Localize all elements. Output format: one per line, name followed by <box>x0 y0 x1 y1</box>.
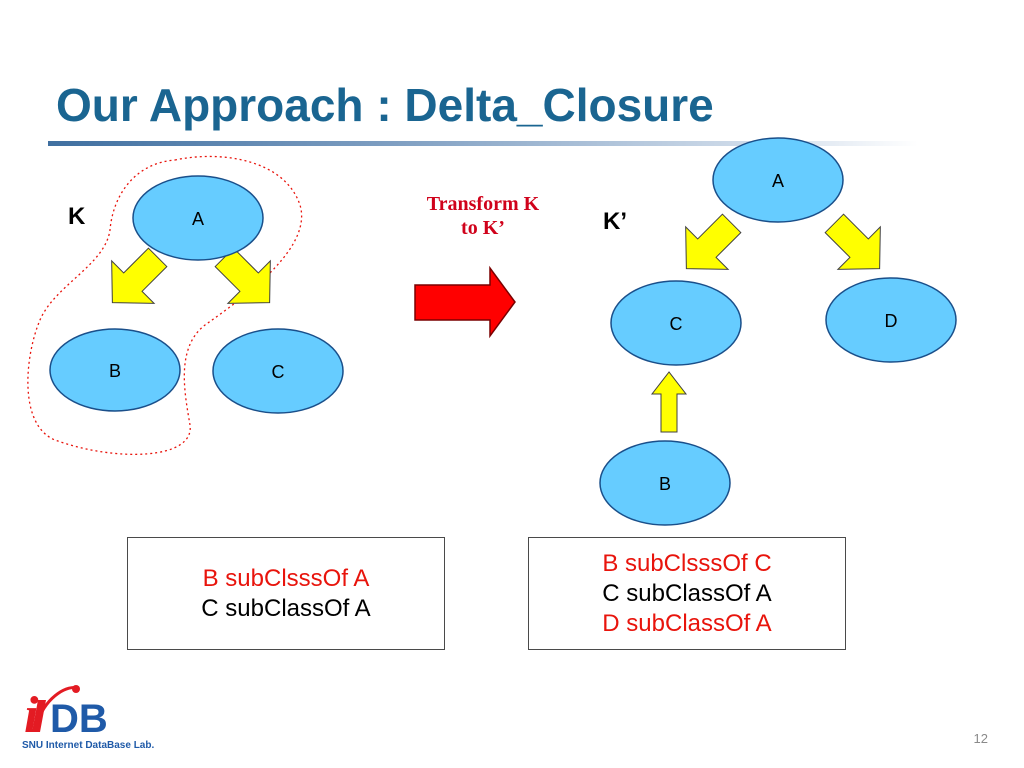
left-node-c-label: C <box>272 362 285 382</box>
logo-caption: SNU Internet DataBase Lab. <box>22 740 155 751</box>
arrow-c-to-a-right <box>685 213 742 270</box>
slide-title: Our Approach : Delta_Closure <box>56 79 714 131</box>
statement-line: B subClsssOf C <box>602 549 772 577</box>
right-node-a-label: A <box>772 171 784 191</box>
transform-caption-line1: Transform K <box>426 193 540 215</box>
statement-line: C subClassOf A <box>201 594 371 622</box>
left-node-b: B <box>49 328 181 412</box>
title-underline <box>48 141 918 146</box>
transform-caption: Transform K to K’ <box>398 192 568 240</box>
statement-line: B subClsssOf A <box>202 564 370 592</box>
page-number: 12 <box>973 731 988 746</box>
right-node-b: B <box>599 440 731 526</box>
left-node-c: C <box>212 328 344 414</box>
statement-line: D subClassOf A <box>602 609 772 637</box>
arrow-b-to-a <box>111 247 168 304</box>
right-node-c-label: C <box>670 314 683 334</box>
svg-text:DB: DB <box>50 697 108 741</box>
graph-k-prime-label: K’ <box>603 208 627 235</box>
idb-logo: i DB <box>24 685 108 744</box>
arrow-d-to-a-right <box>824 213 881 270</box>
right-node-b-label: B <box>659 474 671 494</box>
statement-line: C subClassOf A <box>602 579 772 607</box>
right-node-d: D <box>825 277 957 363</box>
graph-k-label: K <box>68 203 86 230</box>
svg-text:i: i <box>24 687 39 744</box>
transform-caption-line2: to K’ <box>461 217 505 239</box>
right-node-c: C <box>610 280 742 366</box>
left-node-b-label: B <box>109 361 121 381</box>
arrow-b-to-c-right <box>650 371 688 433</box>
left-node-a: A <box>132 175 264 261</box>
right-node-d-label: D <box>885 311 898 331</box>
arrow-c-to-a <box>214 247 271 304</box>
transform-arrow <box>414 265 516 339</box>
right-node-a: A <box>712 137 844 223</box>
left-node-a-label: A <box>192 209 204 229</box>
